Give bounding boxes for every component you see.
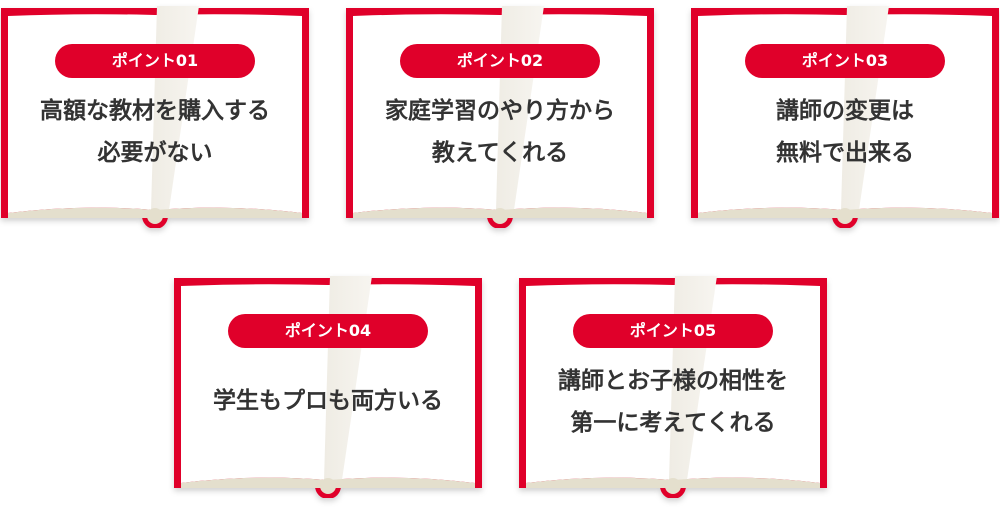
- point-card-2: ポイント02 家庭学習のやり方から教えてくれる: [346, 6, 654, 228]
- point-card-1: ポイント01 高額な教材を購入する必要がない: [1, 6, 309, 228]
- point-text-line: 講師とお子様の相性を: [558, 368, 788, 394]
- point-text-line: 無料で出来る: [776, 140, 914, 166]
- point-card-3: ポイント03 講師の変更は無料で出来る: [691, 6, 999, 228]
- point-badge: ポイント05: [573, 314, 773, 348]
- point-badge: ポイント01: [55, 44, 255, 78]
- point-badge: ポイント04: [228, 314, 428, 348]
- point-text: 講師の変更は無料で出来る: [701, 90, 989, 174]
- point-text-line: 高額な教材を購入する: [40, 98, 270, 124]
- point-text-line: 学生もプロも両方いる: [213, 388, 443, 414]
- point-text: 学生もプロも両方いる: [184, 380, 472, 422]
- point-text-line: 必要がない: [97, 140, 213, 166]
- point-badge: ポイント03: [745, 44, 945, 78]
- point-badge: ポイント02: [400, 44, 600, 78]
- point-text: 高額な教材を購入する必要がない: [11, 90, 299, 174]
- point-text-line: 家庭学習のやり方から: [385, 98, 615, 124]
- point-card-4: ポイント04 学生もプロも両方いる: [174, 276, 482, 498]
- point-text-line: 教えてくれる: [431, 140, 569, 166]
- point-text-line: 第一に考えてくれる: [570, 410, 776, 436]
- point-text: 講師とお子様の相性を第一に考えてくれる: [529, 360, 817, 444]
- point-text-line: 講師の変更は: [776, 98, 914, 124]
- point-text: 家庭学習のやり方から教えてくれる: [356, 90, 644, 174]
- point-card-5: ポイント05 講師とお子様の相性を第一に考えてくれる: [519, 276, 827, 498]
